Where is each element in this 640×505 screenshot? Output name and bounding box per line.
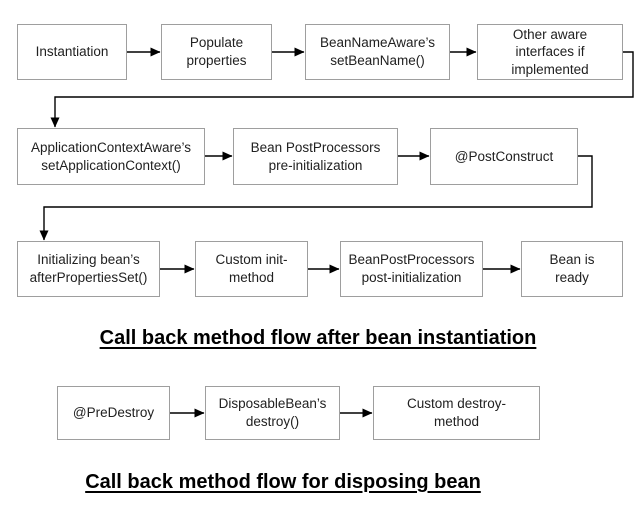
flow-box-custom-init-method: Custom init- method <box>195 241 308 297</box>
destroy-flow-title: Call back method flow for disposing bean <box>85 471 481 493</box>
flow-box-postconstruct: @PostConstruct <box>430 128 578 185</box>
flow-box-populate-properties: Populate properties <box>161 24 272 80</box>
flow-box-postprocessors-pre-init: Bean PostProcessors pre-initialization <box>233 128 398 185</box>
init-flow-title: Call back method flow after bean instant… <box>99 327 537 349</box>
flow-box-postprocessors-post-init: BeanPostProcessors post-initialization <box>340 241 483 297</box>
flow-box-other-aware-interfaces: Other aware interfaces if implemented <box>477 24 623 80</box>
flow-box-afterpropertiesset: Initializing bean’s afterPropertiesSet() <box>17 241 160 297</box>
flow-box-custom-destroy-method: Custom destroy- method <box>373 386 540 440</box>
flow-box-setbeanname: BeanNameAware’s setBeanName() <box>305 24 450 80</box>
flow-box-instantiation: Instantiation <box>17 24 127 80</box>
flow-box-setapplicationcontext: ApplicationContextAware’s setApplication… <box>17 128 205 185</box>
flow-box-disposablebean-destroy: DisposableBean’s destroy() <box>205 386 340 440</box>
flow-box-bean-is-ready: Bean is ready <box>521 241 623 297</box>
flow-box-predestroy: @PreDestroy <box>57 386 170 440</box>
